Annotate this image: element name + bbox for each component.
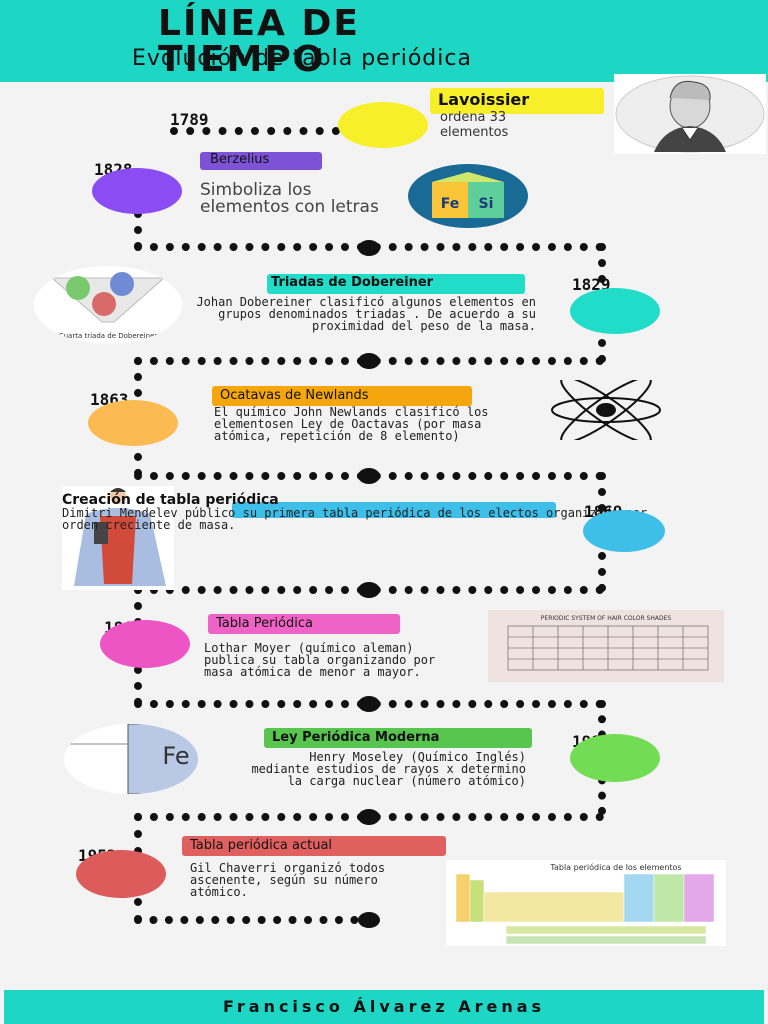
event-circle xyxy=(92,168,182,214)
timeline-node xyxy=(358,353,380,369)
page-title: LÍNEA DE TIEMPO xyxy=(158,3,360,80)
dobereiner-funnel-image: Cuarta tríada de Dobereiner xyxy=(34,266,182,344)
event-tag: Tabla periódica actual xyxy=(182,836,446,856)
lavoisier-portrait xyxy=(614,74,766,154)
hair-periodic-table-image: PERIODIC SYSTEM OF HAIR COLOR SHADES xyxy=(488,610,724,682)
event-tag: Ley Periódica Moderna xyxy=(264,728,532,748)
event-tag-highlight xyxy=(232,502,556,518)
mendeleev-illustration xyxy=(62,486,174,590)
timeline-node xyxy=(358,696,380,712)
event-tag: Tabla Periódica xyxy=(208,614,400,634)
event-circle xyxy=(88,400,178,446)
event-circle xyxy=(76,850,166,898)
event-circle xyxy=(338,102,428,148)
event-description: Lothar Moyer (químico aleman) publica su… xyxy=(204,641,436,679)
timeline-segment xyxy=(134,916,374,924)
fe-card-image: Fe xyxy=(64,724,198,794)
timeline-segment xyxy=(170,127,340,135)
element-cube-image: Fe Si xyxy=(408,164,528,228)
event-circle xyxy=(100,620,190,668)
page-subtitle: Evolución de tabla periódica xyxy=(132,46,472,71)
event-tag: Berzelius xyxy=(200,152,322,170)
timeline-segment xyxy=(134,210,142,250)
hair-table-caption: PERIODIC SYSTEM OF HAIR COLOR SHADES xyxy=(541,615,672,622)
event-description: Henry Moseley (Químico Inglés) mediante … xyxy=(251,750,526,788)
atom-icon xyxy=(548,376,664,444)
event-circle xyxy=(570,734,660,782)
event-description: Simboliza los elementos con letras xyxy=(200,180,379,217)
timeline-node xyxy=(358,582,380,598)
event-tag: Triadas de Dobereiner xyxy=(267,274,525,294)
timeline-node xyxy=(358,468,380,484)
event-description: El químico John Newlands clasificó los e… xyxy=(214,405,489,443)
event-tag: Creación de tabla periódica xyxy=(62,492,279,508)
author-name: Francisco Álvarez Arenas xyxy=(222,997,546,1016)
header-inner xyxy=(0,0,768,82)
timeline-node xyxy=(358,809,380,825)
modern-periodic-table-image: Tabla periódica de los elementos xyxy=(446,860,726,946)
event-circle xyxy=(570,288,660,334)
footer-banner xyxy=(4,990,764,1024)
event-tag: Lavoissier xyxy=(430,88,604,114)
timeline-node xyxy=(358,912,380,928)
event-description: Johan Dobereiner clasificó algunos eleme… xyxy=(196,295,536,333)
event-description: Dimitri Mendelev público su primera tabl… xyxy=(62,506,648,532)
cube-si-label: Si xyxy=(479,196,494,212)
timeline-node xyxy=(358,240,380,256)
event-tag: Ocatavas de Newlands xyxy=(212,386,472,406)
funnel-label: Cuarta tríada de Dobereiner xyxy=(59,332,158,340)
fe-card-symbol: Fe xyxy=(162,742,189,770)
cube-fe-label: Fe xyxy=(441,196,460,212)
event-description: ordena 33 elementos xyxy=(440,110,509,140)
event-year: 1789 xyxy=(170,110,209,129)
modern-table-caption: Tabla periódica de los elementos xyxy=(549,862,681,872)
event-description: Gil Chaverri organizó todos ascenente, s… xyxy=(190,861,386,899)
event-circle xyxy=(583,510,665,552)
